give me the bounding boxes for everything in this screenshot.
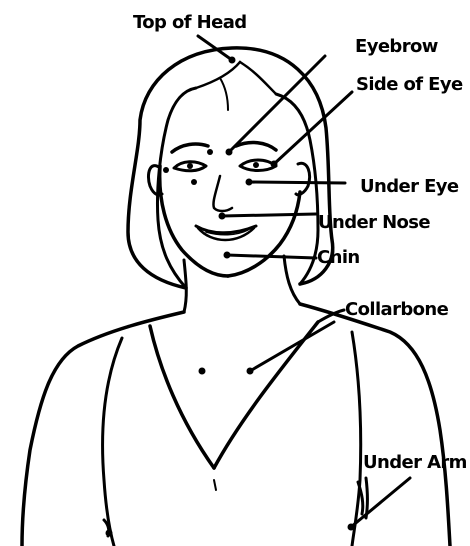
label-under-nose: Under Nose (318, 212, 430, 233)
cleavage-line (214, 480, 216, 490)
label-under-arm: Under Arm (363, 452, 467, 473)
left-pupil (187, 163, 193, 169)
point-eyebrow-left (207, 149, 213, 155)
leader-under-eye (249, 182, 345, 183)
leader-chin (227, 255, 316, 258)
label-eyebrow: Eyebrow (355, 36, 438, 57)
point-collarbone-left (199, 368, 206, 375)
label-collarbone: Collarbone (345, 299, 449, 320)
nose (213, 176, 232, 211)
hair-strand-mid (220, 78, 228, 110)
right-eyebrow (236, 143, 276, 150)
point-side-of-eye-left (163, 167, 169, 173)
label-under-eye: Under Eye (360, 176, 459, 197)
hair-part-strand (196, 62, 240, 88)
mouth-upper (196, 226, 256, 233)
label-chin: Chin (317, 247, 360, 268)
right-shoulder (300, 304, 450, 546)
left-eyebrow (172, 144, 208, 152)
neckline-right (214, 322, 318, 468)
right-ear (296, 163, 310, 194)
right-arm-line (352, 332, 361, 546)
right-pupil (253, 162, 259, 168)
left-arm-line (103, 338, 122, 546)
neckline-left (150, 326, 214, 468)
leader-under-nose (222, 214, 316, 216)
point-under-arm-left (106, 530, 113, 537)
leader-collarbone (250, 322, 334, 371)
label-side-of-eye: Side of Eye (356, 74, 463, 95)
hair-strand-right (240, 62, 276, 94)
label-top-of-head: Top of Head (133, 12, 247, 33)
neck-right (284, 256, 300, 304)
point-under-eye-left (191, 179, 197, 185)
